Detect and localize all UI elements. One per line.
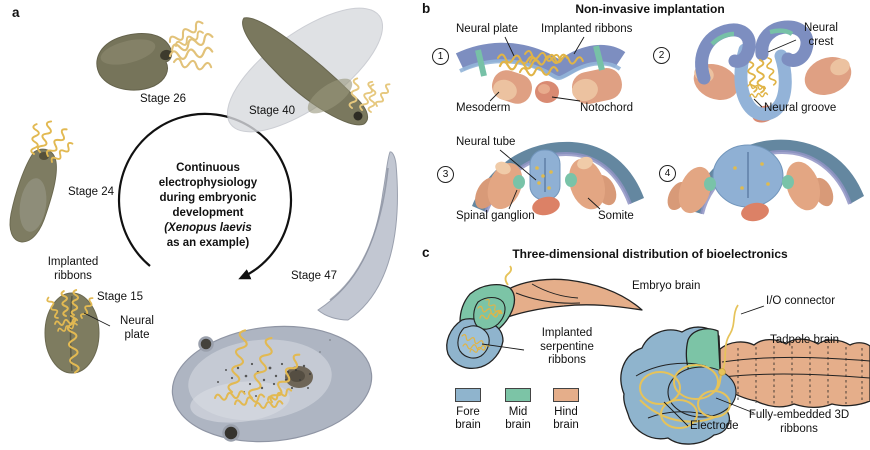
neural-crest-label: Neural crest	[804, 22, 838, 48]
stage-24-embryo-illustration	[9, 119, 76, 243]
notochord-label: Notochord	[580, 102, 634, 114]
legend-label-hindbrain: Hind brain	[553, 406, 579, 432]
embryo-brain-diagram	[446, 265, 643, 369]
implanted-ribbons-label-a: Implanted ribbons	[47, 256, 99, 282]
panel-a-letter: a	[12, 5, 20, 20]
embryo-brain-connector-thread	[504, 265, 513, 286]
io-connector-thread	[721, 304, 739, 373]
neural-tube-label: Neural tube	[456, 136, 516, 148]
mesoderm-label: Mesoderm	[456, 102, 511, 114]
neural-plate-label-a: Neural plate	[120, 315, 154, 341]
panel-b-letter: b	[422, 1, 431, 16]
implanted-serpentine-ribbons-label: Implanted serpentine ribbons	[540, 327, 594, 367]
step4-closed-tube-diagram	[667, 139, 864, 222]
stage-47-tadpole-illustration	[171, 151, 398, 443]
legend-label-forebrain: Fore brain	[455, 406, 481, 432]
cycle-caption-main: Continuous electrophysiology during embr…	[158, 162, 258, 219]
step3-number-badge: 3	[437, 166, 454, 183]
legend-swatch-midbrain	[505, 388, 531, 402]
step3-neural-tube-diagram	[472, 141, 644, 216]
electrode-dot	[718, 368, 726, 376]
panel-b-illustration	[455, 20, 864, 222]
step3-electrode-dots	[535, 166, 553, 190]
stage-47-label: Stage 47	[291, 270, 338, 282]
spinal-ganglion-label: Spinal ganglion	[456, 210, 535, 222]
panel-b-title: Non-invasive implantation	[575, 2, 725, 16]
stage-26-ribbons	[167, 18, 215, 72]
fully-embedded-3d-ribbons-label: Fully-embedded 3D ribbons	[748, 409, 850, 435]
stage-26-label: Stage 26	[140, 93, 187, 105]
neural-groove-label: Neural groove	[764, 102, 837, 114]
step4-electrode-dots	[733, 162, 770, 190]
cycle-caption: Continuous electrophysiology during embr…	[149, 161, 267, 251]
stage-15-embryo-illustration	[44, 288, 100, 374]
panel-c-illustration	[446, 265, 870, 445]
cycle-caption-tail: as an example)	[166, 236, 250, 249]
step2-number: 2	[658, 50, 665, 61]
stage-24-label: Stage 24	[68, 186, 115, 198]
embryo-brain-label: Embryo brain	[632, 280, 701, 292]
step1-number: 1	[437, 51, 444, 62]
step3-number: 3	[442, 169, 449, 180]
somite-label: Somite	[598, 210, 634, 222]
step1-neural-plate-diagram	[455, 42, 626, 105]
tadpole-speckles	[217, 339, 331, 397]
step2-number-badge: 2	[653, 47, 670, 64]
stage-40-embryo-illustration	[226, 7, 393, 133]
stage-15-label: Stage 15	[97, 291, 144, 303]
panel-c-title: Three-dimensional distribution of bioele…	[512, 247, 788, 261]
tadpole-brain-diagram	[620, 304, 870, 445]
legend-swatch-hindbrain	[553, 388, 579, 402]
stage-26-embryo-illustration	[96, 18, 215, 91]
step4-number-badge: 4	[659, 165, 676, 182]
panel-a-illustration	[9, 7, 398, 443]
step2-ribbon-mesh	[746, 56, 778, 99]
implanted-ribbons-label-b1: Implanted ribbons	[541, 23, 633, 35]
step1-number-badge: 1	[432, 48, 449, 65]
neural-plate-label-b1: Neural plate	[456, 23, 519, 35]
tadpole-brain-label: Tadpole brain	[770, 334, 840, 346]
cycle-arrow	[117, 112, 293, 280]
step4-number: 4	[664, 168, 671, 179]
electrode-label: Electrode	[690, 420, 739, 432]
panel-c-letter: c	[422, 245, 430, 260]
panel-c-leader-lines	[481, 305, 765, 427]
io-connector-label: I/O connector	[766, 295, 836, 307]
panel-b-leader-lines	[489, 36, 797, 210]
neural-plate-leader-line-a	[83, 312, 111, 327]
stage-40-label: Stage 40	[249, 105, 296, 117]
legend-swatch-forebrain	[455, 388, 481, 402]
tadpole-brain-segment-dashes	[737, 346, 863, 404]
cycle-caption-species: (Xenopus laevis	[164, 221, 252, 234]
step2-neural-groove-diagram	[693, 20, 852, 123]
legend-label-midbrain: Mid brain	[505, 406, 531, 432]
